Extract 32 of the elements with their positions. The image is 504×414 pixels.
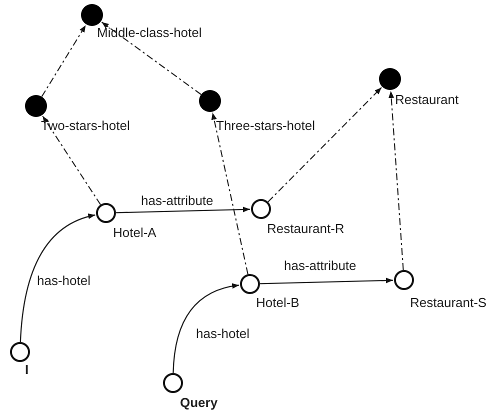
filled-circle-node: [199, 90, 221, 112]
arrow: [20, 214, 96, 342]
open-circle-node: [394, 270, 414, 290]
dashed-arrow: [388, 90, 404, 270]
node-label: Query: [180, 396, 218, 410]
filled-circle-node: [81, 4, 103, 26]
node-label: Hotel-B: [256, 296, 300, 310]
filled-circle-node: [379, 68, 401, 90]
dashed-arrow: [211, 112, 248, 274]
node-label: Restaurant-R: [267, 222, 344, 236]
edge-label: has-hotel: [36, 274, 92, 288]
dashed-arrow: [101, 22, 202, 95]
open-circle-node: [10, 342, 30, 362]
node-label: I: [25, 363, 29, 377]
dashed-arrow: [268, 87, 382, 202]
open-circle-node: [240, 274, 260, 294]
node-label: Restaurant: [395, 93, 459, 107]
node-label: Hotel-A: [113, 226, 156, 240]
open-circle-node: [96, 203, 116, 223]
node-label: Middle-class-hotel: [97, 26, 202, 40]
arrow: [116, 206, 250, 214]
edge-label: has-attribute: [283, 259, 358, 273]
arrow: [172, 284, 240, 374]
dashed-arrow: [41, 24, 86, 97]
open-circle-node: [163, 373, 183, 393]
node-label: Restaurant-S: [410, 296, 487, 310]
edge-label: has-attribute: [140, 194, 214, 208]
edge-label: has-hotel: [195, 327, 250, 341]
arrow: [260, 278, 394, 284]
node-label: Three-stars-hotel: [216, 119, 315, 133]
open-circle-node: [251, 199, 271, 219]
filled-circle-node: [25, 95, 47, 117]
